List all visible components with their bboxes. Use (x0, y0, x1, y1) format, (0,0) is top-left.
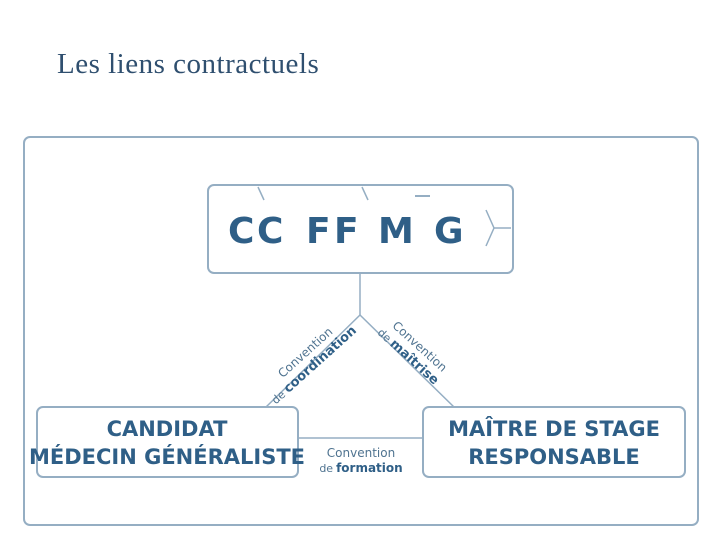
medecin-generaliste-label: MÉDECIN GÉNÉRALISTE (29, 444, 305, 469)
maitre-de-stage-box: MAÎTRE DE STAGE RESPONSABLE (422, 406, 686, 478)
diagram-panel (23, 136, 699, 526)
ccffmg-letter-5: M (378, 211, 414, 252)
ccffmg-letter-3: F (306, 211, 331, 252)
connector-right (359, 314, 456, 409)
slide-title: Les liens contractuels (57, 48, 320, 80)
convention-maitrise-label: Convention demaîtrise (375, 318, 450, 388)
responsable-label: RESPONSABLE (468, 445, 640, 469)
convention-formation-word: Convention (327, 446, 395, 460)
convention-formation-kind: formation (336, 461, 403, 475)
convention-formation-prep: de (319, 462, 333, 475)
connector-left (264, 314, 361, 409)
candidat-box: CANDIDAT MÉDECIN GÉNÉRALISTE (29, 406, 305, 478)
ccffmg-letter-6: G (434, 211, 464, 252)
ccffmg-letter-2: C (257, 211, 283, 252)
candidat-label: CANDIDAT (107, 417, 229, 441)
convention-coordination-label: Convention decoordination (269, 323, 360, 407)
ccffmg-letter-4: F (334, 211, 359, 252)
ccffmg-box: C C F F M G (207, 184, 514, 274)
maitre-de-stage-label: MAÎTRE DE STAGE (448, 416, 660, 441)
ccffmg-letter-1: C (228, 211, 254, 252)
